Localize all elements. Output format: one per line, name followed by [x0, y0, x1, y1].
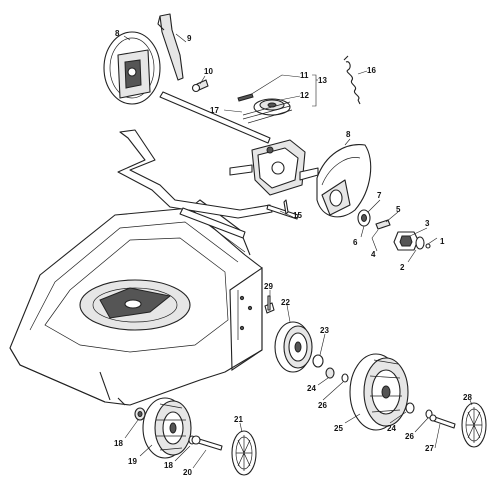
callout-26-left: 26	[318, 401, 327, 410]
callout-27: 27	[425, 444, 434, 453]
callout-9: 9	[187, 34, 192, 43]
callout-20: 20	[183, 468, 192, 477]
callout-21: 21	[234, 415, 243, 424]
callout-22: 22	[281, 298, 290, 307]
front-wheel-19	[142, 397, 192, 459]
callout-10: 10	[204, 67, 213, 76]
washer-18-left	[134, 407, 146, 421]
callout-17: 17	[210, 106, 219, 115]
callout-2: 2	[400, 263, 405, 272]
callout-29: 29	[264, 282, 273, 291]
rear-wheel-hardware	[405, 402, 456, 429]
callout-16: 16	[367, 66, 376, 75]
callout-4: 4	[371, 250, 376, 259]
callout-23: 23	[320, 326, 329, 335]
rear-wheel-25	[349, 353, 409, 431]
callout-25: 25	[334, 424, 343, 433]
callout-19: 19	[128, 457, 137, 466]
callout-labels: 1 2 3 4 5 6 7 8 8 9 10 11 12 13 15 16 17…	[114, 29, 472, 477]
callout-18-left: 18	[114, 439, 123, 448]
callout-24-right: 24	[387, 424, 396, 433]
callout-6: 6	[353, 238, 358, 247]
callout-12: 12	[300, 91, 309, 100]
rear-flap-left	[103, 31, 161, 105]
mower-deck	[9, 199, 263, 406]
screw-10	[191, 79, 209, 93]
callout-5: 5	[396, 205, 401, 214]
washers-23-24-26	[312, 354, 349, 383]
wheel-hub-22	[274, 321, 313, 373]
gearbox	[229, 139, 319, 196]
key-11	[237, 93, 254, 102]
flap-bracket	[157, 13, 184, 81]
rear-flap-right	[316, 144, 372, 218]
spring-16	[343, 55, 361, 105]
callout-3: 3	[425, 219, 430, 228]
callout-15: 15	[293, 211, 302, 220]
callout-8-top: 8	[115, 29, 120, 38]
leader-lines	[123, 33, 473, 469]
callout-1: 1	[440, 237, 445, 246]
bolt-20	[191, 435, 223, 451]
belt-pulley-assembly	[242, 98, 293, 124]
axle-hardware-right	[357, 209, 431, 251]
hubcap-28	[461, 402, 487, 448]
callout-11: 11	[300, 71, 309, 80]
callout-18-right: 18	[164, 461, 173, 470]
axle-29	[264, 295, 275, 314]
callout-28: 28	[463, 393, 472, 402]
hubcap-21	[231, 430, 257, 476]
callout-26-right: 26	[405, 432, 414, 441]
callout-13: 13	[318, 76, 327, 85]
callout-7: 7	[377, 191, 382, 200]
callout-24-left: 24	[307, 384, 316, 393]
callout-8-right: 8	[346, 130, 351, 139]
